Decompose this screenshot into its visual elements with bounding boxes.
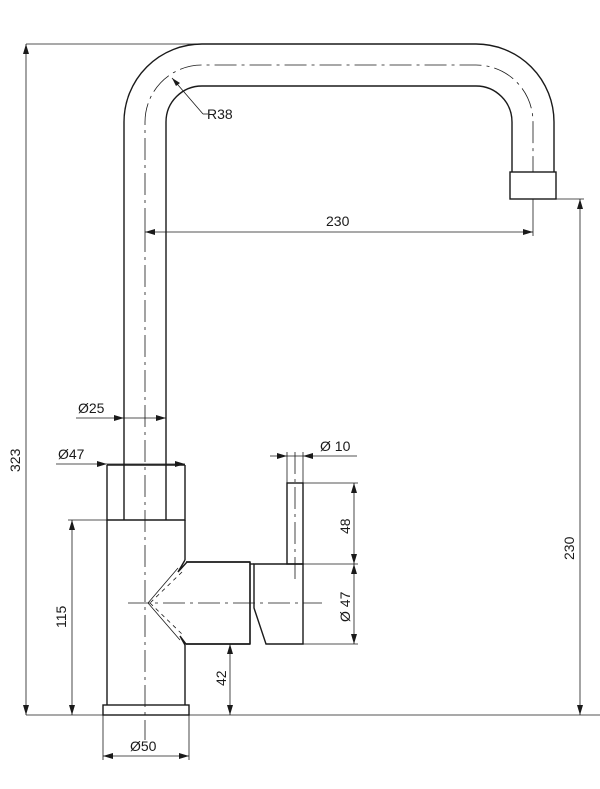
dim-bend-radius: R38 bbox=[171, 77, 233, 122]
dim-lever-axis-height-label: 42 bbox=[213, 670, 229, 686]
cone-dash-upper bbox=[149, 571, 183, 604]
spout-centerline bbox=[144, 64, 534, 230]
cone-dash-lower bbox=[149, 602, 185, 637]
dim-lever-hub-diameter-label: Ø 47 bbox=[337, 591, 353, 622]
dim-body-top-diameter-label: Ø47 bbox=[58, 446, 85, 462]
dim-base-diameter-label: Ø50 bbox=[130, 738, 157, 754]
cartridge-housing bbox=[177, 559, 251, 646]
cone-line-upper bbox=[147, 567, 179, 604]
dim-outlet-height-label: 230 bbox=[561, 536, 577, 560]
spout-outlet bbox=[509, 171, 557, 200]
dim-lever-height: 48 bbox=[303, 482, 358, 565]
center-lines bbox=[128, 64, 534, 740]
body-collar bbox=[106, 465, 186, 521]
faucet-outline bbox=[102, 43, 557, 716]
dim-total-height: 323 bbox=[7, 43, 600, 716]
dim-base-diameter: Ø50 bbox=[102, 715, 190, 760]
dim-outlet-height: 230 bbox=[556, 198, 584, 715]
dim-spout-reach: 230 bbox=[145, 199, 534, 236]
dim-body-top-diameter: Ø47 bbox=[56, 446, 185, 467]
lever-hub bbox=[253, 563, 304, 645]
dim-lever-axis-height: 42 bbox=[213, 644, 233, 715]
dim-lever-height-label: 48 bbox=[337, 518, 353, 534]
base-flange bbox=[102, 704, 190, 716]
dim-spout-diameter-label: Ø25 bbox=[78, 400, 105, 416]
dim-bend-radius-label: R38 bbox=[207, 106, 233, 122]
dim-lever-diameter: Ø 10 bbox=[270, 438, 357, 483]
dim-lever-diameter-label: Ø 10 bbox=[320, 438, 351, 454]
dimensions: R38 230 323 230 bbox=[7, 43, 600, 760]
spout-inner-wall bbox=[165, 85, 513, 520]
dim-spout-diameter: Ø25 bbox=[76, 400, 166, 422]
dim-lever-hub-diameter: Ø 47 bbox=[303, 564, 358, 645]
dim-spout-reach-label: 230 bbox=[326, 213, 350, 229]
spout-outer-wall bbox=[123, 43, 555, 520]
cone-line-lower bbox=[147, 602, 181, 641]
dim-body-height: 115 bbox=[53, 519, 107, 715]
dim-total-height-label: 323 bbox=[7, 448, 23, 472]
faucet-body bbox=[106, 520, 186, 705]
dim-body-height-label: 115 bbox=[53, 605, 69, 628]
